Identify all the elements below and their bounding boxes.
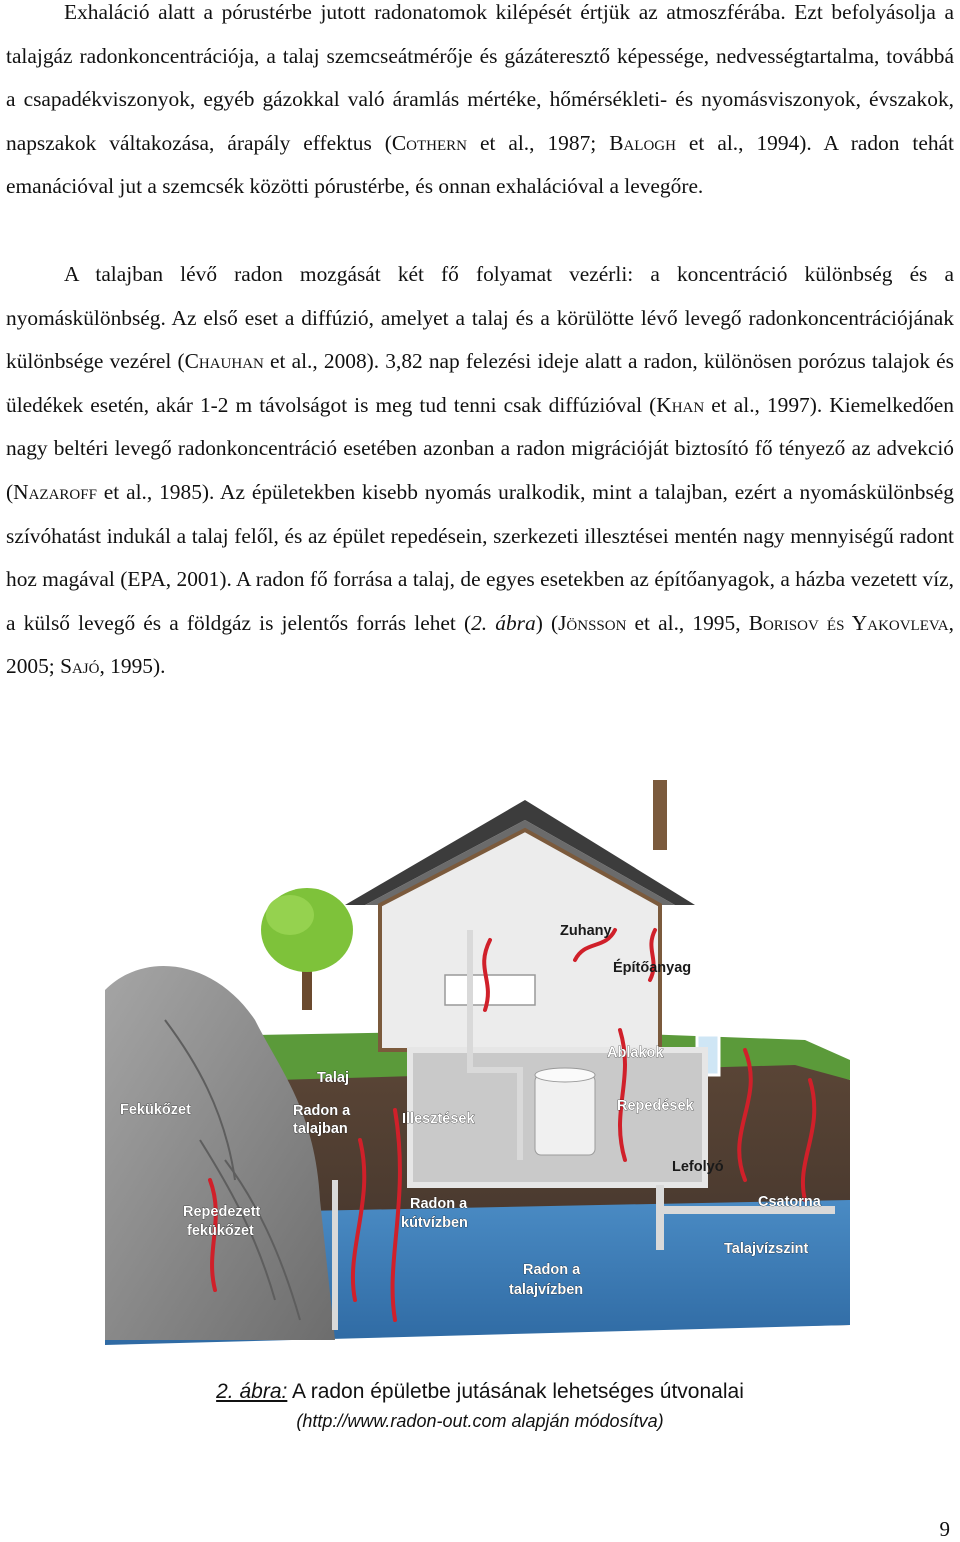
page-number: 9 bbox=[939, 1517, 951, 1541]
figure-caption: 2. ábra: A radon épületbe jutásának lehe… bbox=[0, 1380, 960, 1404]
label-radon-in-well-2: kútvízben bbox=[401, 1215, 468, 1231]
label-shower: Zuhany bbox=[560, 923, 612, 939]
author-citation: Khan bbox=[656, 392, 705, 417]
radon-arrow bbox=[208, 1178, 218, 1292]
author-citation: Chauhan bbox=[184, 349, 264, 374]
rock-crack bbox=[164, 1019, 236, 1181]
tree-crown-highlight bbox=[266, 895, 314, 935]
label-building-material: Építőanyag bbox=[613, 959, 691, 976]
label-radon-in-well-1: Radon a bbox=[410, 1196, 468, 1212]
radon-entry-figure: Zuhany Építőanyag Ablakok Talaj Radon a … bbox=[105, 780, 865, 1355]
label-joints: Illesztések bbox=[402, 1111, 475, 1127]
water-heater bbox=[534, 1074, 596, 1156]
text-run: et al., 1997). Kiemelkedően nagy beltéri… bbox=[6, 392, 954, 504]
label-sewer: Csatorna bbox=[758, 1194, 822, 1210]
text-run: et al., 1985). Az épületekben kisebb nyo… bbox=[6, 479, 954, 635]
label-radon-in-soil-2: talajban bbox=[293, 1121, 348, 1137]
radon-arrow bbox=[573, 928, 617, 962]
bathtub bbox=[444, 974, 536, 1006]
text-run: et al., 1987; bbox=[466, 130, 610, 155]
radon-flow-arrows bbox=[208, 928, 817, 1322]
label-radon-in-groundwater-1: Radon a bbox=[523, 1262, 581, 1278]
text-run: Exhaláció alatt a pórustérbe jutott rado… bbox=[6, 0, 954, 155]
label-soil: Talaj bbox=[317, 1070, 349, 1086]
text-run: , 1995). bbox=[99, 654, 166, 679]
label-bedrock: Fekükőzet bbox=[120, 1102, 191, 1118]
paragraph-exhalation: Exhaláció alatt a pórustérbe jutott rado… bbox=[6, 0, 954, 209]
rock-crack bbox=[199, 1139, 276, 1301]
figure-reference: 2. ábra bbox=[471, 610, 536, 635]
figure-source: (http://www.radon-out.com alapján módosí… bbox=[296, 1411, 664, 1431]
author-citation: Borisov és Yakovleva bbox=[748, 610, 949, 635]
radon-arrow bbox=[648, 928, 657, 982]
rock-crack bbox=[224, 1159, 301, 1321]
text-run: , 2005; bbox=[6, 610, 954, 679]
radon-house-illustration: Zuhany Építőanyag Ablakok Talaj Radon a … bbox=[105, 780, 850, 1345]
author-citation: Sajó bbox=[60, 654, 100, 679]
label-windows: Ablakok bbox=[607, 1045, 664, 1061]
bedrock-hill bbox=[105, 966, 335, 1340]
house-roof bbox=[345, 800, 695, 905]
author-citation: Balogh bbox=[609, 130, 676, 155]
text-run: et al., 1994). A radon tehát emanációval… bbox=[6, 130, 954, 199]
author-citation: Nazaroff bbox=[13, 479, 97, 504]
figure-title: A radon épületbe jutásának lehetséges út… bbox=[287, 1380, 744, 1403]
text-run: et al., 2008). 3,82 nap felezési ideje a… bbox=[6, 349, 954, 417]
label-cracks: Repedések bbox=[617, 1098, 695, 1114]
chimney-pipe bbox=[653, 780, 667, 850]
label-drain: Lefolyó bbox=[672, 1159, 724, 1175]
tree-trunk bbox=[302, 950, 312, 1010]
author-citation: Cothern bbox=[391, 130, 467, 155]
radon-arrow bbox=[390, 1108, 402, 1322]
author-citation: Jönsson bbox=[558, 610, 627, 635]
radon-arrow bbox=[800, 1078, 817, 1202]
label-radon-in-groundwater-2: talajvízben bbox=[509, 1282, 583, 1298]
paragraph-radon-movement: A talajban lévő radon mozgását két fő fo… bbox=[6, 253, 954, 689]
label-cracked-bedrock-1: Repedezett bbox=[183, 1204, 261, 1220]
radon-arrow bbox=[482, 938, 492, 1012]
radon-arrow bbox=[737, 1048, 753, 1182]
radon-arrow bbox=[350, 1138, 367, 1302]
text-run: ) ( bbox=[535, 610, 559, 635]
text-run: et al., 1995, bbox=[626, 610, 749, 635]
water-heater-top bbox=[534, 1067, 596, 1083]
text-run: A talajban lévő radon mozgását két fő fo… bbox=[6, 262, 954, 374]
water-pipe bbox=[467, 930, 523, 1160]
radon-arrow bbox=[618, 1028, 627, 1162]
label-cracked-bedrock-2: fekükőzet bbox=[187, 1223, 254, 1239]
label-radon-in-soil-1: Radon a bbox=[293, 1103, 351, 1119]
figure-number: 2. ábra: bbox=[216, 1380, 288, 1403]
label-water-table: Talajvízszint bbox=[724, 1241, 809, 1257]
